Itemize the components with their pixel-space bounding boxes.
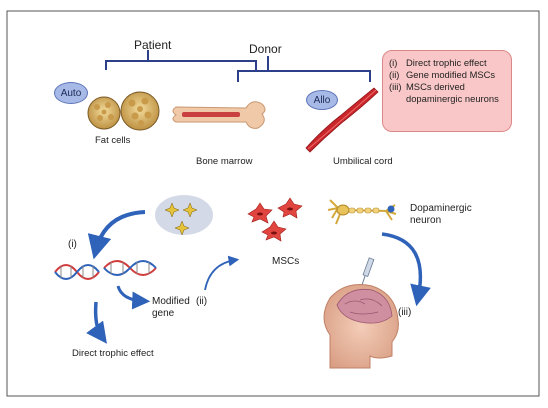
head-brain-icon	[323, 284, 399, 369]
legend-item-number: (ii)	[389, 69, 400, 80]
legend-item: (ii) Gene modified MSCs	[389, 69, 505, 81]
legend-item: (iii) MSCs derived dopaminergic neurons	[389, 81, 505, 105]
mscs-label: MSCs	[272, 256, 300, 267]
legend-item-number: (i)	[389, 57, 398, 68]
bone-icon	[172, 101, 266, 129]
donor-brace	[237, 70, 371, 82]
arrow-to-mscs	[204, 255, 240, 291]
arrow-to-direct-trophic	[86, 301, 107, 344]
umbilical-cord-label: Umbilical cord	[333, 156, 393, 167]
syringe-icon	[361, 257, 375, 286]
legend-item-text: Gene modified MSCs	[406, 69, 496, 80]
dna-icon	[54, 264, 100, 280]
fat-cells-label: Fat cells	[95, 135, 131, 146]
legend-item-number: (iii)	[389, 81, 402, 92]
fat-cell-icon	[120, 91, 160, 131]
sparkle-icon	[155, 195, 213, 236]
legend-item-text: Direct trophic effect	[406, 57, 487, 68]
fat-cell-icon	[87, 96, 121, 130]
direct-trophic-label: Direct trophic effect	[72, 348, 154, 359]
msc-cell-icon	[257, 207, 293, 235]
dna-icon	[103, 260, 157, 276]
donor-label: Donor	[249, 42, 282, 56]
auto-badge: Auto	[54, 82, 88, 104]
outer-border	[6, 10, 540, 397]
umbilical-cord-icon	[305, 87, 379, 153]
step-ii-label: (ii)	[196, 296, 208, 307]
bone-marrow-label: Bone marrow	[196, 156, 253, 167]
msc-cell-icon	[247, 197, 303, 242]
modified-gene-label: Modified gene	[152, 296, 190, 319]
allo-badge: Allo	[306, 90, 338, 110]
step-iii-label: (iii)	[398, 307, 412, 318]
strategies-legend-box: (i) Direct trophic effect (ii) Gene modi…	[382, 50, 512, 132]
dopaminergic-neuron-label: Dopaminergic neuron	[410, 203, 472, 226]
step-i-label: (i)	[68, 239, 77, 250]
patient-label: Patient	[134, 38, 172, 52]
arrow-to-modified-gene	[116, 285, 151, 310]
patient-brace	[105, 60, 257, 70]
legend-item-text: MSCs derived dopaminergic neurons	[406, 81, 499, 104]
legend-item: (i) Direct trophic effect	[389, 57, 505, 69]
arrow-to-head	[381, 232, 431, 307]
arrow-to-dna	[87, 210, 146, 260]
